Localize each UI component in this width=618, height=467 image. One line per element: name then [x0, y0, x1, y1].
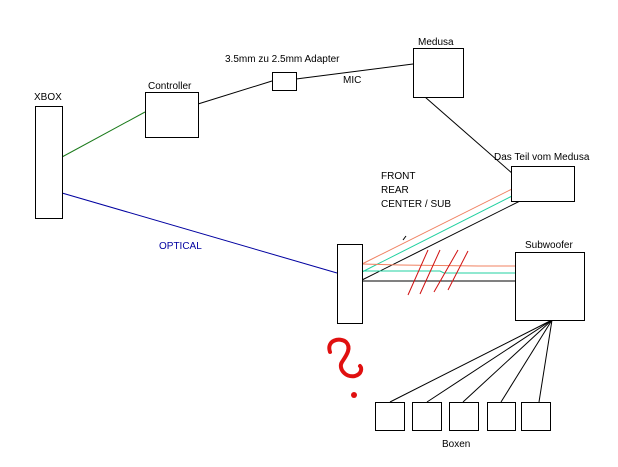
center-sub-cable-upper — [361, 199, 523, 281]
medusa-part-label: Das Teil vom Medusa — [494, 152, 590, 163]
small-tick-mark — [402, 235, 407, 241]
adapter-box — [272, 72, 297, 91]
front-label: FRONT — [381, 171, 415, 182]
controller-label: Controller — [148, 81, 192, 92]
subwoofer-box — [515, 252, 585, 321]
xbox-box — [35, 106, 63, 219]
rear-cable-lower — [362, 270, 515, 274]
medusa-part-box — [511, 166, 575, 202]
strike-mark — [447, 250, 469, 291]
rear-label: REAR — [381, 185, 409, 196]
optical-cable — [61, 192, 338, 274]
receiver-box — [337, 244, 363, 324]
speaker-cable — [462, 319, 553, 403]
front-cable-lower — [361, 263, 515, 267]
speaker-cable — [500, 319, 553, 403]
controller-adapter-cable — [197, 80, 273, 105]
front-cable-upper — [361, 188, 513, 265]
medusa-to-part-cable — [424, 96, 514, 175]
medusa-label: Medusa — [418, 37, 454, 48]
speaker-cable — [426, 319, 553, 403]
controller-box — [145, 92, 199, 138]
speaker-box — [487, 402, 516, 431]
adapter-label: 3.5mm zu 2.5mm Adapter — [225, 54, 340, 65]
mic-label: MIC — [343, 75, 361, 86]
xbox-controller-cable — [61, 111, 146, 158]
strike-mark — [407, 249, 429, 296]
xbox-label: XBOX — [34, 92, 62, 103]
strike-mark — [419, 249, 441, 295]
center-sub-label: CENTER / SUB — [381, 199, 451, 210]
question-mark-annotation — [327, 337, 364, 398]
subwoofer-label: Subwoofer — [525, 240, 573, 251]
speakers-label: Boxen — [442, 439, 470, 450]
speaker-box — [521, 402, 551, 431]
speaker-box — [375, 402, 405, 431]
optical-label: OPTICAL — [159, 241, 202, 252]
adapter-medusa-mic-cable — [295, 63, 414, 80]
speaker-box — [449, 402, 479, 431]
speaker-box — [412, 402, 442, 431]
speaker-cable — [389, 319, 553, 403]
rear-cable-upper — [361, 195, 513, 273]
medusa-box — [413, 48, 464, 98]
strike-mark — [433, 249, 459, 293]
speaker-cable — [538, 319, 553, 403]
